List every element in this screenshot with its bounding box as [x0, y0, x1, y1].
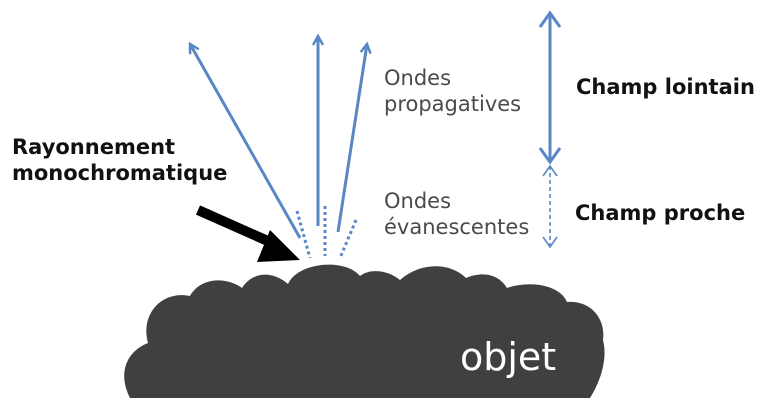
- evanescent-waves-label: Ondes évanescentes: [384, 188, 529, 241]
- propagating-waves-label: Ondes propagatives: [384, 65, 521, 118]
- far-field-label: Champ lointain: [576, 75, 755, 99]
- incident-radiation-label: Rayonnement monochromatique: [12, 134, 227, 187]
- propagating-wave-right-arrow: [336, 44, 367, 233]
- object-shape: [124, 264, 605, 398]
- incident-radiation-label-line2: monochromatique: [12, 161, 228, 186]
- evanescent-waves-label-line2: évanescentes: [384, 215, 530, 240]
- near-field-label: Champ proche: [575, 201, 746, 225]
- evanescent-wave-left: [295, 210, 312, 259]
- incident-radiation-arrowhead: [257, 230, 300, 262]
- object-label: objet: [460, 335, 557, 379]
- near-field-top-arrowhead: [542, 164, 558, 177]
- near-field-bottom-arrowhead: [542, 236, 558, 249]
- incident-radiation-arrow-shaft: [195, 205, 273, 247]
- propagating-wave-left-arrow: [188, 44, 302, 239]
- far-field-top-arrowhead: [538, 10, 562, 28]
- propagating-waves-label-line2: propagatives: [384, 92, 522, 117]
- propagating-waves-label-line1: Ondes: [384, 66, 452, 90]
- incident-radiation-label-line1: Rayonnement: [12, 135, 176, 159]
- far-field-bottom-arrowhead: [538, 147, 562, 165]
- evanescent-waves-label-line1: Ondes: [384, 189, 452, 213]
- evanescent-wave-right: [338, 219, 358, 259]
